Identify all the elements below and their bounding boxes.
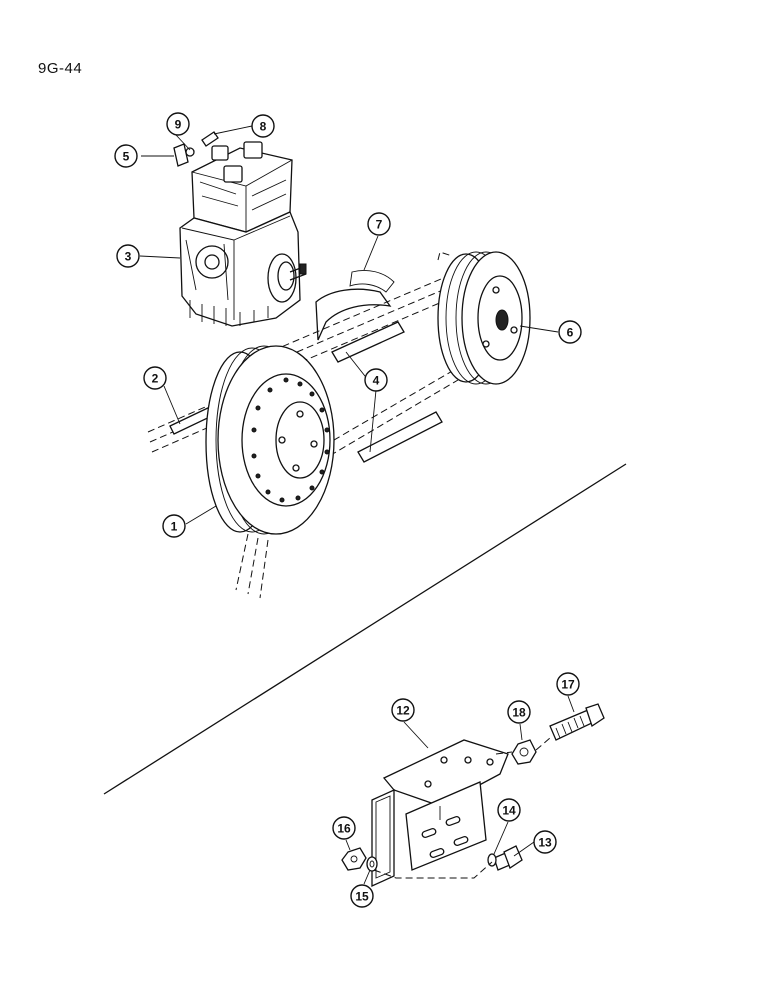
- bolt-17: [549, 703, 605, 741]
- callout-circle: [367, 212, 391, 236]
- callout-17: 17: [556, 672, 580, 696]
- callout-number: 6: [567, 326, 574, 340]
- compressor: [179, 141, 307, 327]
- callout-circle: [556, 672, 580, 696]
- washer-15: [366, 856, 378, 872]
- nut-18: [511, 739, 537, 765]
- callout-circle: [332, 816, 356, 840]
- nut-16: [341, 847, 367, 871]
- callout-number: 2: [152, 372, 159, 386]
- washer-14: [487, 853, 497, 867]
- callout-circle: [558, 320, 582, 344]
- callout-circle: [350, 884, 374, 908]
- callout-circle: [507, 700, 531, 724]
- assembly-line-nut: [495, 751, 513, 755]
- callout-circle: [251, 114, 275, 138]
- callout-number: 4: [373, 374, 380, 388]
- assembly-line-lower: [373, 861, 493, 879]
- page-id: 9G-44: [38, 60, 83, 77]
- callout-number: 17: [561, 678, 575, 692]
- bracket-5: [173, 143, 189, 167]
- callout-circle: [143, 366, 167, 390]
- bolt-13: [493, 845, 523, 871]
- callout-circle: [364, 368, 388, 392]
- callout-8: 8: [251, 114, 275, 138]
- assembly-line-upper: [535, 737, 551, 751]
- callout-circle: [162, 514, 186, 538]
- callout-16: 16: [332, 816, 356, 840]
- mounting-bracket: [371, 739, 509, 888]
- leader-lines: [139, 125, 575, 885]
- callout-9: 9: [166, 112, 190, 136]
- callout-number: 8: [260, 120, 267, 134]
- crank-pulley: [205, 345, 335, 535]
- clutch-cover: [315, 270, 395, 341]
- callout-circle: [391, 698, 415, 722]
- callout-number: 16: [337, 822, 351, 836]
- callout-3: 3: [116, 244, 140, 268]
- screw-8: [201, 131, 219, 147]
- callout-5: 5: [114, 144, 138, 168]
- callout-4: 4: [364, 368, 388, 392]
- callout-number: 14: [502, 804, 516, 818]
- callout-12: 12: [391, 698, 415, 722]
- callout-circle: [497, 798, 521, 822]
- callout-number: 9: [175, 118, 182, 132]
- callout-circle: [116, 244, 140, 268]
- callout-number: 5: [123, 150, 130, 164]
- callout-number: 15: [355, 890, 369, 904]
- callout-circle: [533, 830, 557, 854]
- pulley-holes: [251, 377, 330, 503]
- callout-2: 2: [143, 366, 167, 390]
- driven-pulley: [437, 251, 531, 385]
- belt-segment-4: [331, 321, 443, 463]
- callout-15: 15: [350, 884, 374, 908]
- callout-number: 1: [171, 520, 178, 534]
- callout-number: 12: [396, 704, 410, 718]
- callout-number: 13: [538, 836, 552, 850]
- section-divider: [103, 463, 627, 795]
- callout-number: 7: [376, 218, 383, 232]
- callout-14: 14: [497, 798, 521, 822]
- callout-circle: [166, 112, 190, 136]
- callout-number: 18: [512, 706, 526, 720]
- callout-1: 1: [162, 514, 186, 538]
- callout-6: 6: [558, 320, 582, 344]
- callout-13: 13: [533, 830, 557, 854]
- callout-number: 3: [125, 250, 132, 264]
- nut-9: [185, 147, 195, 157]
- callout-circle: [114, 144, 138, 168]
- callout-18: 18: [507, 700, 531, 724]
- callout-7: 7: [367, 212, 391, 236]
